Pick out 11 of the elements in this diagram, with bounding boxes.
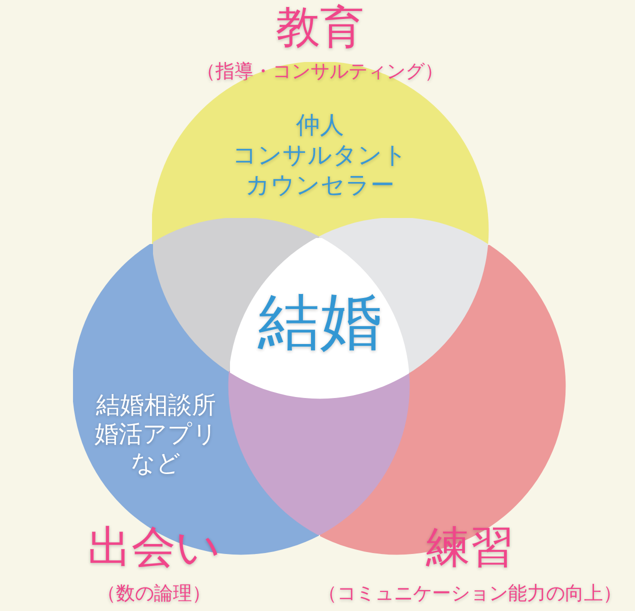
circle-heading: 教育: [276, 6, 364, 50]
circle-label: 仲人: [296, 113, 344, 137]
circle-label: など: [131, 451, 181, 475]
circle-label: 婚活アプリ: [94, 422, 218, 446]
center-label: 結婚: [258, 291, 382, 353]
circle-subheading: （コミュニケーション能力の向上）: [318, 584, 622, 604]
circle-label: カウンセラー: [246, 173, 394, 197]
circle-label: コンサルタント: [232, 143, 408, 167]
circle-label: 結婚相談所: [96, 393, 216, 417]
circle-subheading: （数の論理）: [97, 584, 211, 604]
circle-heading: 練習: [426, 526, 514, 570]
